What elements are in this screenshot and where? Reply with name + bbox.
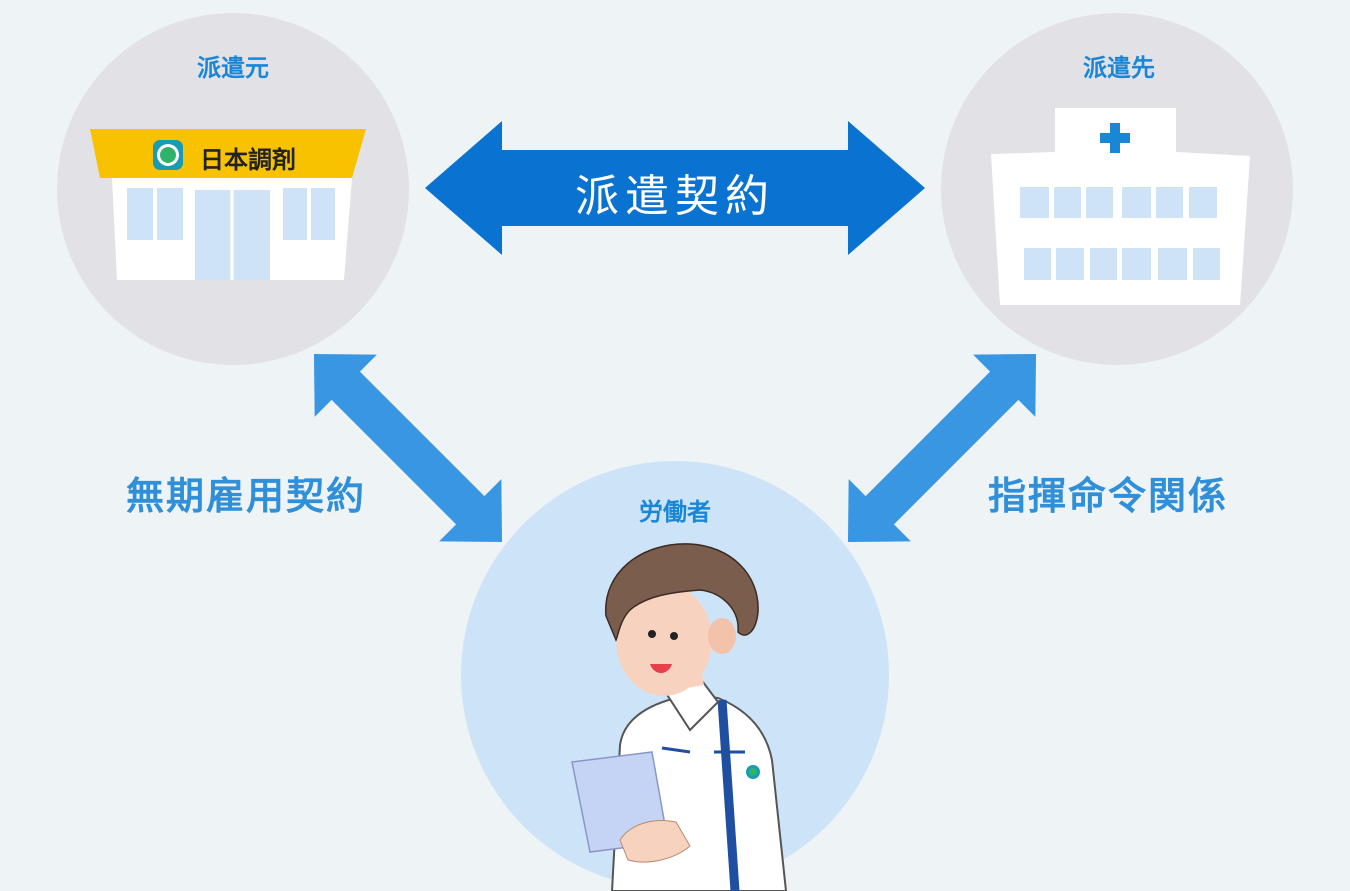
dispatcher-label: 派遣元 <box>197 54 269 82</box>
dispatch-contract-arrow-icon <box>425 121 925 255</box>
pharmacy-sign-text: 日本調剤 <box>200 146 296 174</box>
hospital-icon <box>991 108 1250 305</box>
command-relation-arrow-icon <box>847 353 1037 543</box>
dispatch-contract-label: 派遣契約 <box>575 171 775 222</box>
pharmacist-person-icon <box>571 543 788 891</box>
client-label: 派遣先 <box>1083 54 1155 82</box>
worker-label: 労働者 <box>639 498 711 526</box>
command-relation-label: 指揮命令関係 <box>987 474 1229 518</box>
pharmacy-store-icon <box>90 129 366 280</box>
employment-contract-label: 無期雇用契約 <box>125 474 367 518</box>
employment-contract-arrow-icon <box>313 353 503 543</box>
